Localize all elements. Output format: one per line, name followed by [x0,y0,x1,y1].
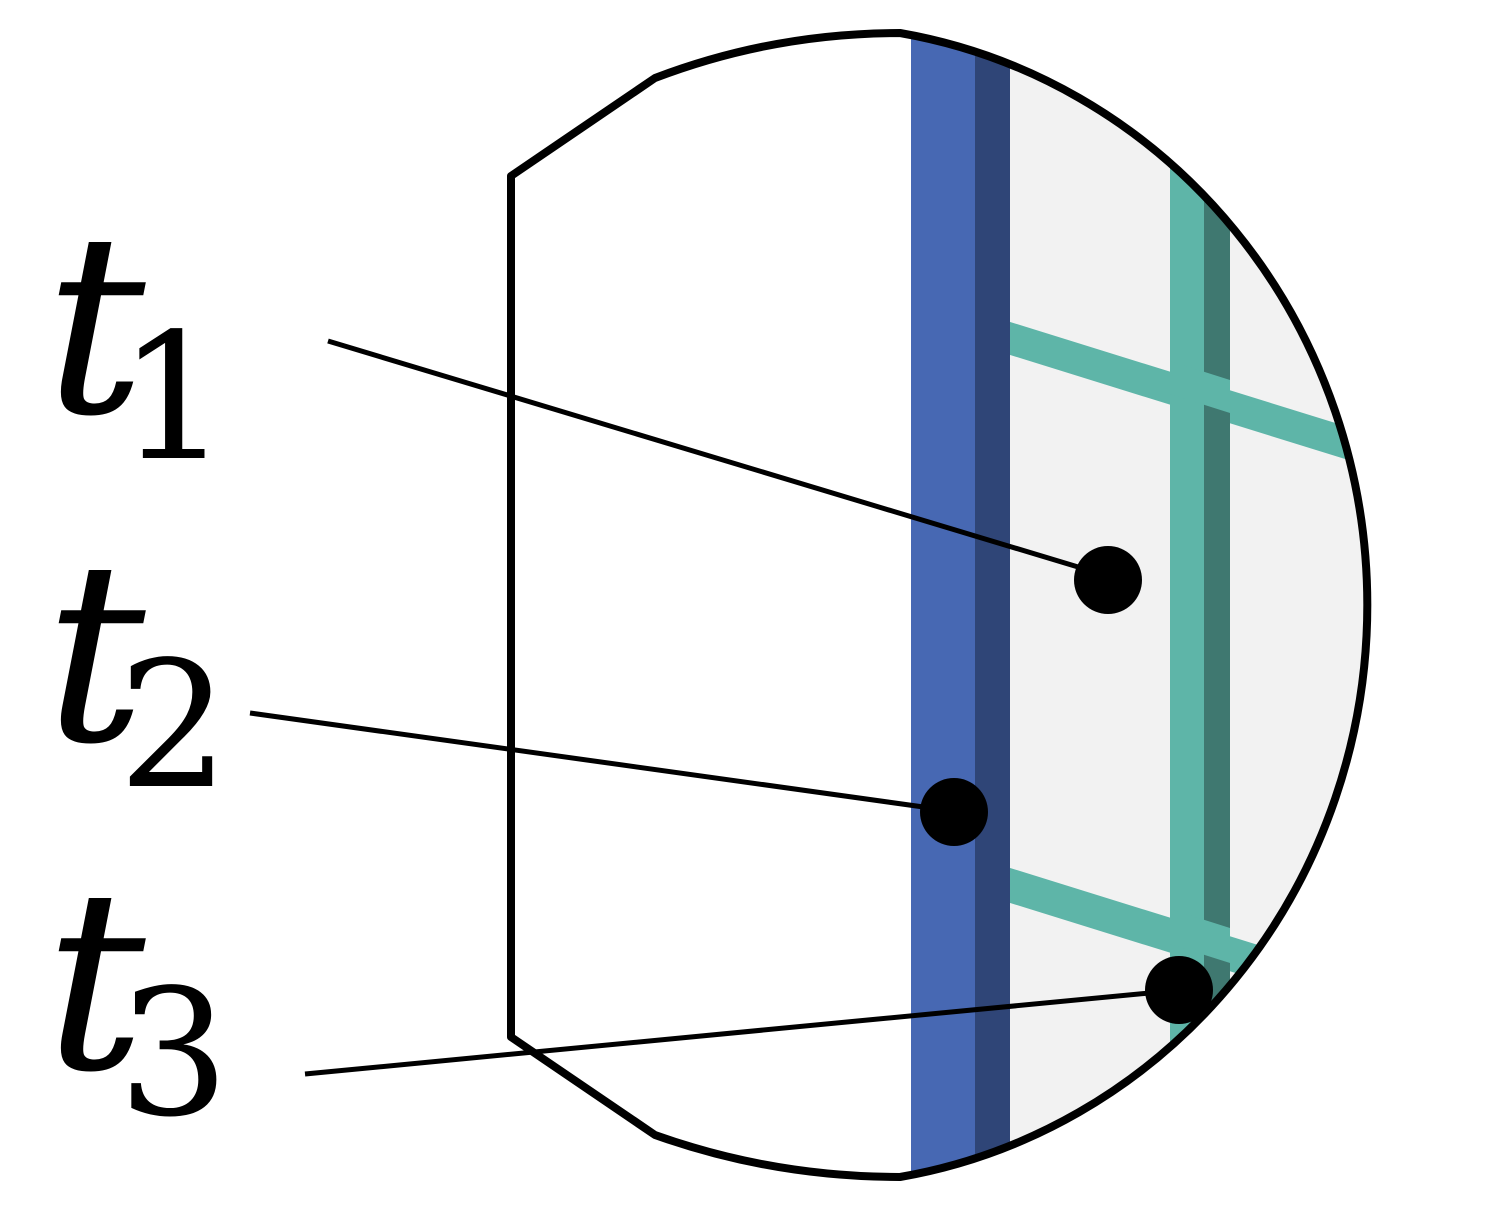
leader-line-t1 [327,338,1099,576]
teal-vertical-bar-shade [1204,33,1230,1177]
region-outline [507,29,1372,1181]
blue-bar-right-face [1388,0,1486,1216]
magnified-region [507,0,1486,1216]
point-t3 [1145,956,1213,1024]
leader-line-t2 [249,710,946,813]
label-t2-sub: 2 [118,625,229,828]
label-t1: t 1 [45,180,229,500]
label-t3-var: t [45,836,146,1127]
point-t2 [920,778,988,846]
point-t1 [1074,546,1142,614]
label-t3-sub: 3 [118,953,229,1156]
label-t2-var: t [45,508,146,799]
leader-line-t3 [304,988,1171,1077]
label-t1-sub: 1 [118,297,229,500]
label-t1-var: t [45,180,146,471]
label-t3: t 3 [45,836,229,1156]
blue-bar-left-face [911,33,975,1177]
blue-bar-left-shade [975,33,1010,1177]
label-t2: t 2 [45,508,229,828]
